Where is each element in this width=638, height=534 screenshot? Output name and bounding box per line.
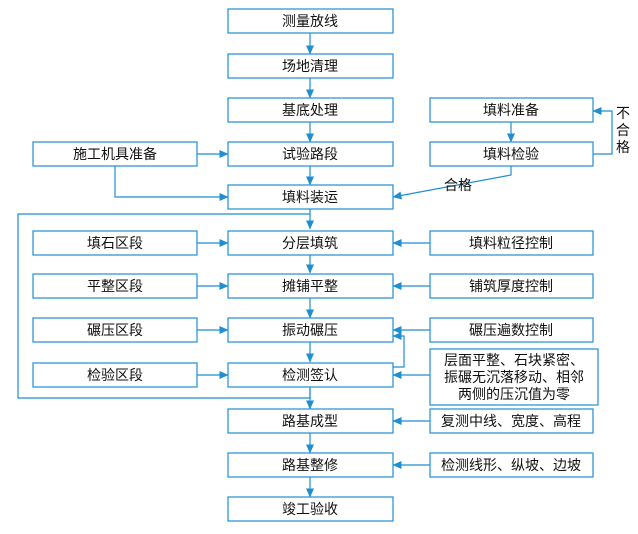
- step-label: 路基成型: [282, 413, 338, 430]
- step-vibratory-rolling: 振动碾压: [227, 317, 394, 343]
- box-leveling-section: 平整区段: [32, 273, 198, 299]
- arrow-equipment-down: [114, 166, 229, 201]
- fail-loop: [592, 107, 613, 155]
- step-test-section: 试验路段: [227, 141, 394, 167]
- step-inspection-signoff: 检测签认: [227, 362, 394, 388]
- step-subgrade-trimming: 路基整修: [227, 452, 394, 478]
- step-base-treatment: 基底处理: [227, 97, 394, 123]
- step-label: 路基整修: [282, 457, 338, 474]
- box-fill-prep: 填料准备: [429, 97, 594, 123]
- step-label: 场地清理: [282, 59, 338, 75]
- step-label: 检测签认: [282, 367, 338, 384]
- box-label: 填料准备: [483, 102, 539, 119]
- pass-line: [392, 166, 512, 200]
- fail-label-char: 合: [616, 123, 630, 139]
- step-label: 试验路段: [282, 147, 338, 163]
- step-label: 测量放线: [282, 14, 338, 30]
- step-completion-acceptance: 竣工验收: [227, 496, 394, 522]
- step-label: 基底处理: [282, 102, 338, 119]
- box-label: 铺筑厚度控制: [469, 279, 553, 295]
- criteria-line-1: 层面平整、石块紧密、: [444, 352, 584, 369]
- box-acceptance-criteria: 层面平整、石块紧密、 振碾无沉落移动、相邻 两侧的压沉值为零: [429, 348, 599, 406]
- step-site-clearing: 场地清理: [227, 53, 394, 79]
- box-label: 检测线形、纵坡、边坡: [441, 458, 581, 474]
- feedback-recheck: [392, 332, 405, 368]
- box-passes-control: 碾压遍数控制: [429, 317, 594, 343]
- step-layered-filling: 分层填筑: [227, 230, 394, 256]
- step-label: 摊铺平整: [282, 279, 338, 295]
- pass-label: 合格: [444, 178, 472, 194]
- box-equipment-prep: 施工机具准备: [32, 141, 198, 167]
- fail-label-char: 格: [616, 140, 630, 156]
- box-rolling-section: 碾压区段: [32, 317, 198, 343]
- box-fill-check: 填料检验: [429, 141, 594, 167]
- box-label: 填料粒径控制: [469, 236, 553, 252]
- step-spreading: 摊铺平整: [227, 273, 394, 299]
- box-fill-stone-section: 填石区段: [32, 230, 198, 256]
- step-survey: 测量放线: [227, 8, 394, 34]
- feedback-loop: [17, 213, 311, 399]
- box-particle-control: 填料粒径控制: [429, 230, 594, 256]
- box-thickness-control: 铺筑厚度控制: [429, 273, 594, 299]
- box-label: 复测中线、宽度、高程: [441, 413, 581, 430]
- step-label: 振动碾压: [282, 323, 338, 339]
- box-label: 填石区段: [87, 236, 143, 252]
- box-label: 平整区段: [87, 279, 143, 295]
- step-subgrade-formed: 路基成型: [227, 408, 394, 434]
- box-label: 填料检验: [483, 147, 539, 163]
- connectors: [17, 33, 613, 498]
- step-label: 竣工验收: [282, 502, 338, 518]
- step-label: 分层填筑: [282, 236, 338, 252]
- box-alignment-check: 检测线形、纵坡、边坡: [429, 452, 594, 478]
- step-label: 填料装运: [282, 190, 338, 206]
- box-inspection-section: 检验区段: [32, 362, 198, 388]
- box-label: 检验区段: [87, 368, 143, 384]
- step-fill-transport: 填料装运: [227, 184, 394, 210]
- criteria-line-2: 振碾无沉落移动、相邻: [444, 370, 584, 386]
- fail-label: 不合格: [616, 106, 630, 156]
- box-label: 施工机具准备: [73, 146, 157, 163]
- box-centerline-check: 复测中线、宽度、高程: [429, 408, 594, 434]
- box-label: 碾压遍数控制: [469, 323, 553, 339]
- fail-label-char: 不: [616, 106, 630, 122]
- criteria-line-3: 两侧的压沉值为零: [458, 387, 570, 403]
- box-label: 碾压区段: [87, 323, 143, 339]
